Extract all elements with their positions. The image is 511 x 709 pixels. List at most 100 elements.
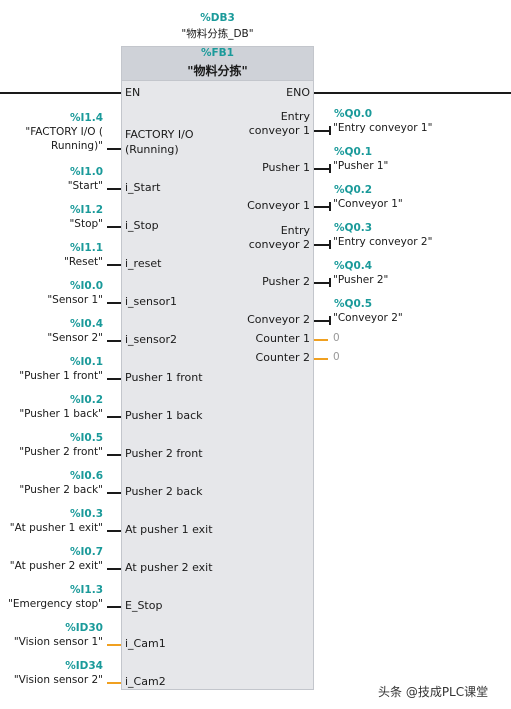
input-address[interactable]: %I1.4 <box>69 112 103 124</box>
output-tag[interactable]: "Pusher 2" <box>333 274 389 286</box>
input-wire <box>107 148 121 150</box>
input-tag[interactable]: "Pusher 1 front" <box>19 370 103 382</box>
input-pin: Pusher 1 back <box>125 409 203 422</box>
input-pin: i_Cam2 <box>125 675 166 688</box>
output-coil-bar <box>329 164 331 173</box>
input-tag[interactable]: "Start" <box>67 180 103 192</box>
input-tag[interactable]: "Pusher 1 back" <box>19 408 103 420</box>
output-tag[interactable]: "Entry conveyor 2" <box>333 236 433 248</box>
input-tag[interactable]: "At pusher 1 exit" <box>9 522 103 534</box>
input-wire <box>107 682 121 684</box>
output-coil-bar <box>329 126 331 135</box>
input-address[interactable]: %I0.4 <box>69 318 103 330</box>
fb-name: "物料分拣" <box>187 64 248 78</box>
input-wire <box>107 492 121 494</box>
output-value[interactable]: 0 <box>333 332 340 344</box>
input-pin: i_Cam1 <box>125 637 166 650</box>
output-pin: Counter 1 <box>255 332 310 345</box>
input-tag[interactable]: "Vision sensor 2" <box>13 674 103 686</box>
output-pin: Conveyor 2 <box>247 313 310 326</box>
input-tag[interactable]: Running)" <box>51 140 103 152</box>
output-pin: Pusher 2 <box>262 275 310 288</box>
input-pin: i_sensor2 <box>125 333 178 346</box>
input-address[interactable]: %ID34 <box>65 660 103 672</box>
input-tag[interactable]: "Sensor 2" <box>47 332 103 344</box>
input-pin: At pusher 2 exit <box>125 561 213 574</box>
output-address[interactable]: %Q0.3 <box>334 222 373 234</box>
output-address[interactable]: %Q0.2 <box>334 184 373 196</box>
output-tag[interactable]: "Conveyor 2" <box>333 312 403 324</box>
input-address[interactable]: %I0.6 <box>69 470 103 482</box>
output-pin: Conveyor 1 <box>247 199 310 212</box>
output-wire <box>314 320 330 322</box>
power-rail-left <box>0 92 121 94</box>
function-block[interactable] <box>121 46 314 690</box>
input-address[interactable]: %I1.1 <box>69 242 103 254</box>
output-address[interactable]: %Q0.0 <box>334 108 373 120</box>
input-address[interactable]: %I1.0 <box>69 166 103 178</box>
input-address[interactable]: %I0.0 <box>69 280 103 292</box>
output-pin: conveyor 2 <box>248 238 310 251</box>
input-wire <box>107 606 121 608</box>
input-tag[interactable]: "At pusher 2 exit" <box>9 560 103 572</box>
output-pin: Counter 2 <box>255 351 310 364</box>
input-wire <box>107 302 121 304</box>
output-address[interactable]: %Q0.1 <box>334 146 373 158</box>
output-tag[interactable]: "Conveyor 1" <box>333 198 403 210</box>
output-tag[interactable]: "Pusher 1" <box>333 160 389 172</box>
input-wire <box>107 340 121 342</box>
input-address[interactable]: %I0.5 <box>69 432 103 444</box>
output-wire <box>314 168 330 170</box>
input-pin: Pusher 2 front <box>125 447 203 460</box>
input-address[interactable]: %I0.7 <box>69 546 103 558</box>
output-address[interactable]: %Q0.4 <box>334 260 373 272</box>
input-pin: Pusher 2 back <box>125 485 203 498</box>
input-tag[interactable]: "Sensor 1" <box>47 294 103 306</box>
eno-pin[interactable]: ENO <box>286 86 310 99</box>
fb-address: %FB1 <box>200 47 234 59</box>
input-wire <box>107 226 121 228</box>
input-pin: At pusher 1 exit <box>125 523 213 536</box>
output-coil-bar <box>329 202 331 211</box>
en-pin[interactable]: EN <box>125 86 141 99</box>
input-wire <box>107 378 121 380</box>
output-pin: Entry <box>280 110 310 123</box>
input-pin: i_Stop <box>125 219 159 232</box>
input-tag[interactable]: "Reset" <box>64 256 103 268</box>
output-wire <box>314 339 328 341</box>
db-name: "物料分拣_DB" <box>181 28 254 40</box>
input-pin: E_Stop <box>125 599 163 612</box>
input-pin: i_sensor1 <box>125 295 178 308</box>
input-address[interactable]: %ID30 <box>65 622 103 634</box>
input-tag[interactable]: "FACTORY I/O ( <box>25 126 103 138</box>
output-pin: conveyor 1 <box>248 124 310 137</box>
power-rail-right <box>314 92 511 94</box>
input-pin: i_reset <box>125 257 162 270</box>
output-wire <box>314 206 330 208</box>
input-address[interactable]: %I0.1 <box>69 356 103 368</box>
output-pin: Entry <box>280 224 310 237</box>
input-tag[interactable]: "Emergency stop" <box>8 598 103 610</box>
input-tag[interactable]: "Stop" <box>69 218 103 230</box>
input-tag[interactable]: "Vision sensor 1" <box>13 636 103 648</box>
output-coil-bar <box>329 240 331 249</box>
input-address[interactable]: %I0.3 <box>69 508 103 520</box>
input-pin: (Running) <box>125 143 179 156</box>
output-address[interactable]: %Q0.5 <box>334 298 373 310</box>
output-value[interactable]: 0 <box>333 351 340 363</box>
output-wire <box>314 130 330 132</box>
input-pin: Pusher 1 front <box>125 371 203 384</box>
function-block-header[interactable] <box>121 46 314 81</box>
output-wire <box>314 244 330 246</box>
input-tag[interactable]: "Pusher 2 back" <box>19 484 103 496</box>
output-tag[interactable]: "Entry conveyor 1" <box>333 122 433 134</box>
input-address[interactable]: %I0.2 <box>69 394 103 406</box>
input-pin: FACTORY I/O <box>125 128 194 141</box>
input-address[interactable]: %I1.3 <box>69 584 103 596</box>
input-wire <box>107 416 121 418</box>
input-tag[interactable]: "Pusher 2 front" <box>19 446 103 458</box>
input-wire <box>107 530 121 532</box>
watermark: 头条 @技成PLC课堂 <box>378 685 489 699</box>
output-pin: Pusher 1 <box>262 161 310 174</box>
input-address[interactable]: %I1.2 <box>69 204 103 216</box>
